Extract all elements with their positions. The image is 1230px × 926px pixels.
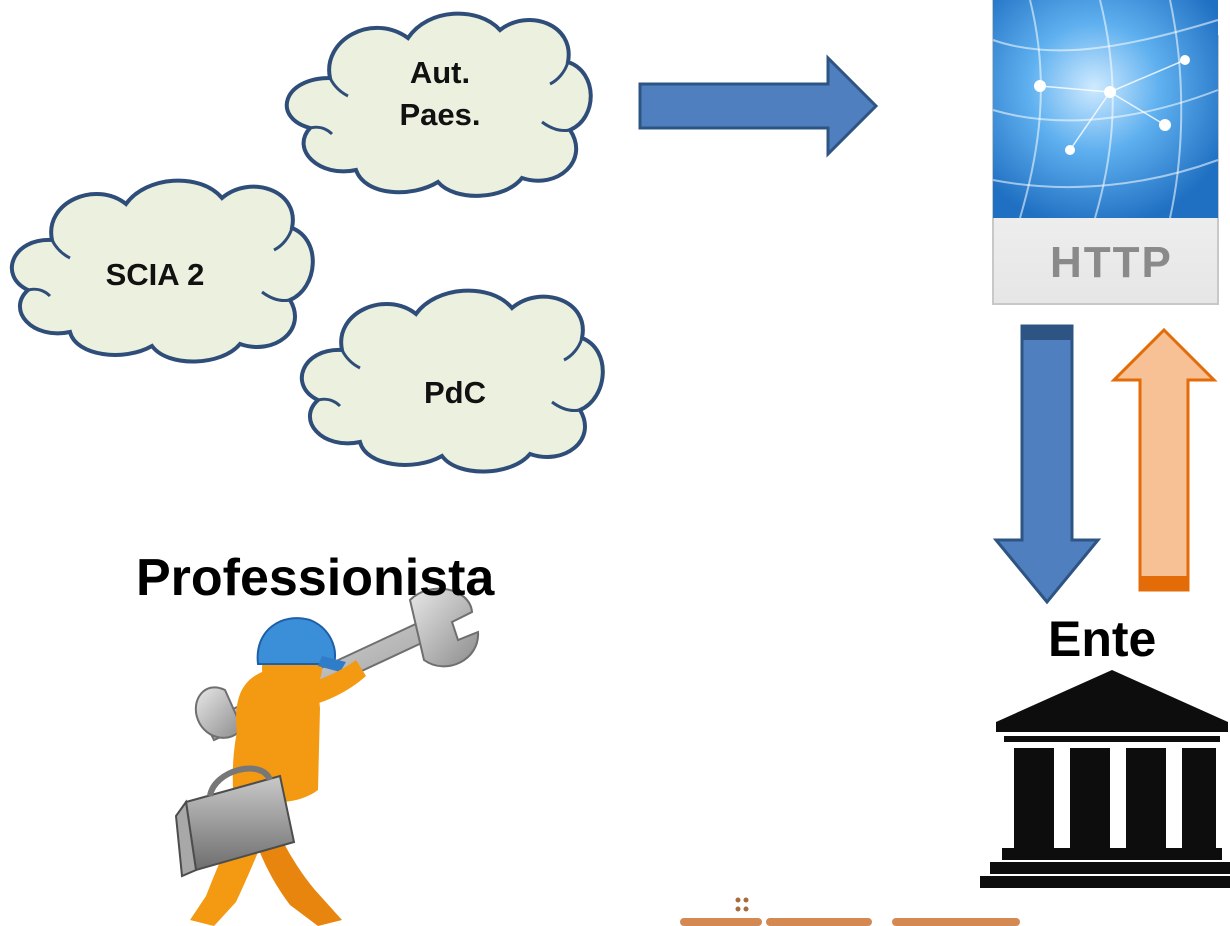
cloud-label-scia-2: SCIA 2 (105, 257, 205, 292)
bank-building-icon (980, 670, 1230, 888)
institution-label: Ente (1048, 611, 1157, 667)
arrow-down-to-ente (992, 324, 1102, 605)
professional-label: Professionista (136, 549, 495, 607)
toolbox-icon (174, 765, 296, 878)
cloud-label-pdc: PdC (424, 375, 486, 410)
globe-icon (992, 0, 1219, 219)
cloud-scia-2 (9, 178, 315, 364)
arrow-to-http (638, 54, 879, 158)
http-label: HTTP (1050, 238, 1173, 287)
worker-figure-icon (174, 587, 480, 926)
helmet-icon (256, 617, 346, 672)
cloud-label-aut-paes: Aut. Paes. (399, 55, 481, 132)
cloud-pdc (299, 288, 605, 474)
cloud-aut-paes (284, 11, 593, 198)
footer-decoration (680, 897, 1020, 926)
arrow-up-to-http (1110, 327, 1218, 592)
http-document-icon (992, 0, 1219, 305)
